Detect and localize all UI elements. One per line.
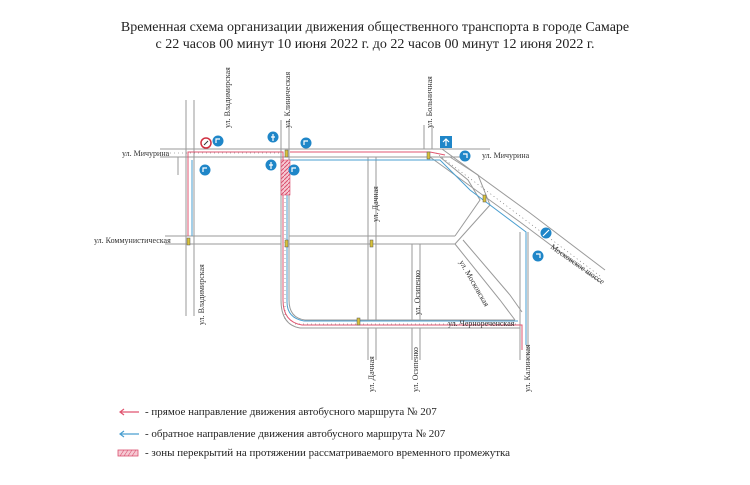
closure-zone (280, 159, 291, 196)
street-label-michurina-left: ул. Мичурина (122, 149, 170, 158)
tram-tracks (166, 152, 601, 325)
traffic-lights (186, 149, 487, 326)
road-network (160, 100, 606, 360)
reverse-route-line (191, 159, 527, 345)
street-label-kalinskaya: ул. Калинская (523, 344, 532, 392)
legend-reverse: - обратное направление движения автобусн… (115, 427, 445, 441)
street-label-osipenko-top: ул. Осипенко (413, 270, 422, 315)
reverse-arrow-icon (119, 430, 139, 438)
turn-left-sign-icon (532, 250, 544, 262)
street-label-dachnaya-bottom: ул. Дачная (367, 356, 376, 392)
legend-forward-label: - прямое направление движения автобусног… (145, 406, 437, 418)
street-label-klinicheskaya: ул. Клиническая (283, 72, 292, 128)
map-title-line-2: с 22 часов 00 минут 10 июня 2022 г. до 2… (155, 37, 595, 52)
street-label-dachnaya-top: ул. Дачная (371, 186, 380, 222)
turn-right-sign-icon (288, 164, 300, 176)
street-label-michurina-right: ул. Мичурина (482, 151, 530, 160)
street-label-osipenko-bottom: ул. Осипенко (411, 347, 420, 392)
legend-closure: - зоны перекрытий на протяжении рассматр… (115, 446, 510, 460)
turn-right-sign-icon (212, 135, 224, 147)
legend-reverse-label: - обратное направление движения автобусн… (145, 428, 446, 440)
street-label-chernorechenskaya: ул. Чернореченская (448, 319, 515, 328)
street-label-vladimirskaya-bottom: ул. Владимирская (197, 264, 206, 325)
street-label-kommunisticheskaya: ул. Коммунистическая (94, 236, 171, 245)
street-label-vladimirskaya-top: ул. Владимирская (223, 67, 232, 128)
turn-right-sign-icon (199, 164, 211, 176)
closure-zone-swatch-icon (117, 449, 139, 457)
legend-forward: - прямое направление движения автобусног… (115, 405, 437, 419)
turn-right-sign-icon (300, 137, 312, 149)
forward-arrow-icon (119, 408, 139, 416)
legend-closure-label: - зоны перекрытий на протяжении рассматр… (145, 447, 511, 459)
turn-left-sign-icon (459, 150, 471, 162)
street-label-bolnichnaya: ул. Больничная (425, 76, 434, 128)
map-title-line-1: Временная схема организации движения общ… (120, 20, 630, 35)
